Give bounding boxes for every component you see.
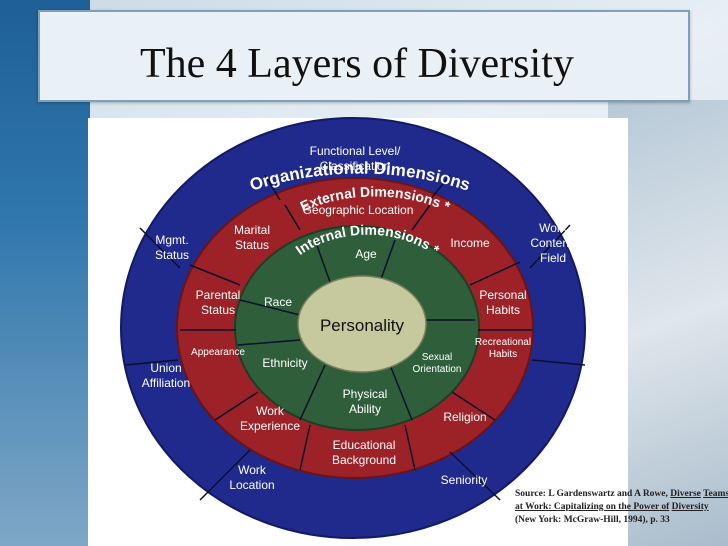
outer-label-functional: Functional Level/Classification <box>310 144 401 173</box>
outer-label-mgmt: Mgmt.Status <box>155 233 189 262</box>
page-title: The 4 Layers of Diversity <box>140 41 574 87</box>
external-label-income: Income <box>450 236 490 250</box>
title-bar: The 4 Layers of Diversity <box>38 10 690 102</box>
segment-dividers <box>124 174 586 501</box>
center-label: Personality <box>320 316 405 335</box>
internal-label-race: Race <box>264 295 292 309</box>
external-label-geo: Geographic Location <box>303 203 414 217</box>
external-label-appearance: Appearance <box>191 347 245 358</box>
internal-label-ethnicity: Ethnicity <box>262 356 307 370</box>
personality-core <box>297 275 427 373</box>
background-right-map <box>608 100 728 546</box>
outer-label-seniority: Seniority <box>441 473 488 487</box>
source-citation: Source: L Gardenswartz and A Rowe, Diver… <box>515 489 728 525</box>
external-label-religion: Religion <box>443 410 486 424</box>
internal-label-age: Age <box>355 247 377 261</box>
